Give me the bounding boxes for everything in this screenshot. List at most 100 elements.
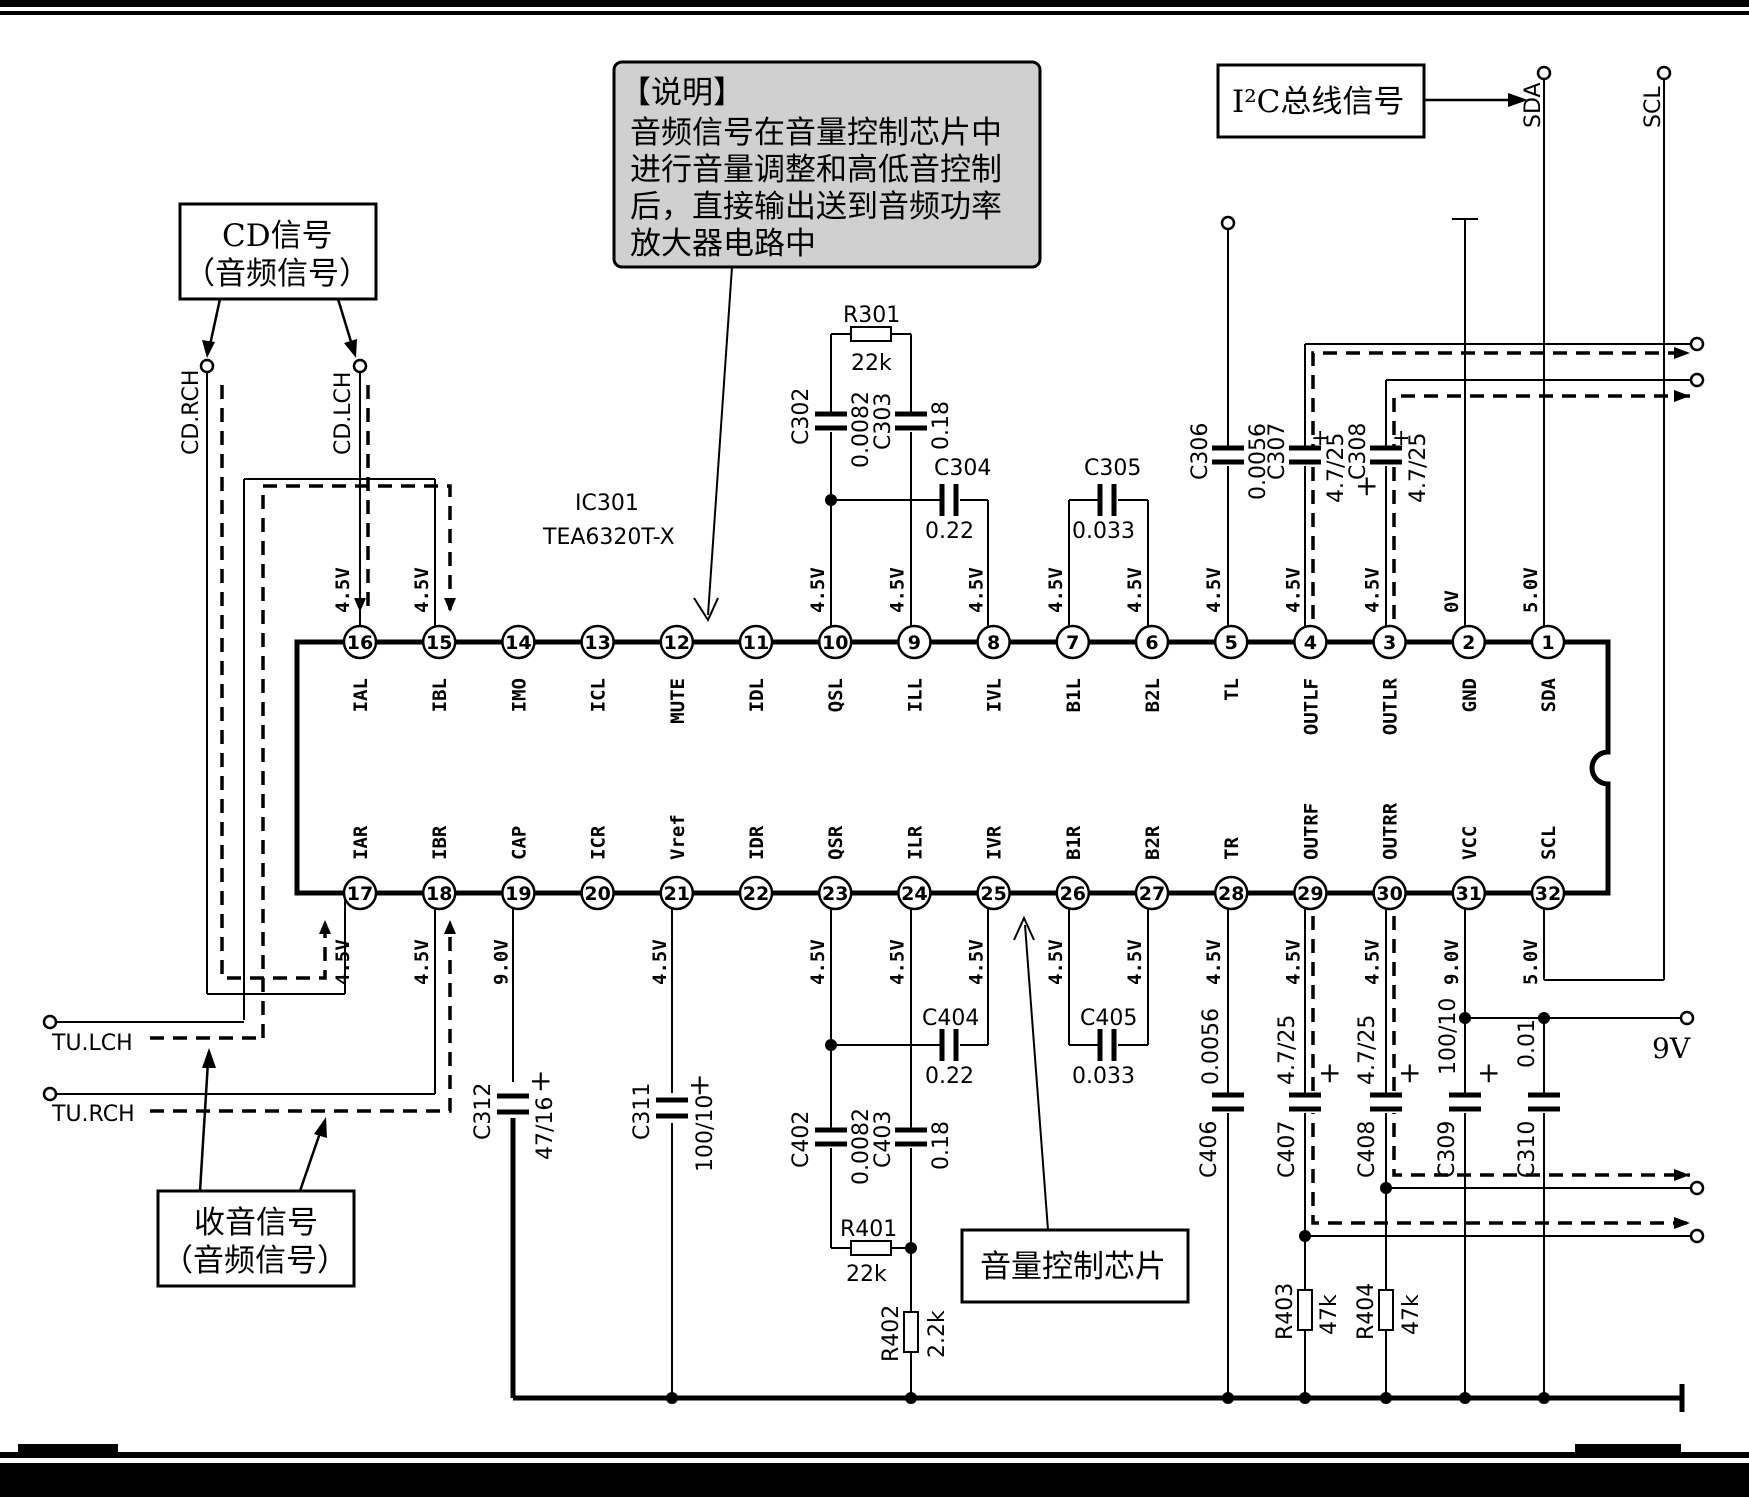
pin-23-voltage: 4.5V: [807, 939, 829, 985]
footer-mark: [1575, 1444, 1681, 1452]
pin-4-name: OUTLF: [1300, 678, 1322, 735]
pin-7-circle: [1055, 624, 1091, 660]
c407-value: 4.7/25: [1275, 1015, 1300, 1085]
ic-top-pins: 16IAL4.5V15IBL4.5V14IMO13ICL12MUTE11IDL1…: [332, 567, 1566, 735]
terminals: [42, 65, 1705, 1244]
c306-value: 0.0056: [1246, 423, 1271, 500]
pin-10-number: 10: [822, 632, 848, 654]
c310-ref: C310: [1515, 1121, 1540, 1178]
component-labels: R301 22k C302 0.0082 C303 0.18 C304 0.22…: [471, 303, 1540, 1362]
c312-value: 47/16: [533, 1097, 558, 1160]
pin-26-voltage: 4.5V: [1045, 939, 1067, 985]
pin-29-number: 29: [1297, 883, 1323, 905]
terminal-9v: 9V: [1652, 1032, 1691, 1065]
pin-25-number: 25: [980, 883, 1006, 905]
svg-text:+: +: [529, 1064, 552, 1097]
pin-2-voltage: 0V: [1441, 590, 1463, 613]
pin-18-name: IBR: [429, 825, 451, 860]
c309-ref: C309: [1435, 1121, 1460, 1178]
explain-callout: 【说明】 音频信号在音量控制芯片中 进行音量调整和高低音控制 后，直接输出送到音…: [612, 60, 1042, 623]
volume-chip-callout: 音量控制芯片: [960, 915, 1190, 1304]
svg-text:+: +: [1392, 426, 1410, 451]
svg-text:+: +: [688, 1068, 711, 1101]
c405-ref: C405: [1080, 1006, 1137, 1031]
pin-6-circle: [1134, 624, 1170, 660]
pin-7-number: 7: [1066, 632, 1079, 654]
c308-ref: C308: [1346, 423, 1371, 480]
c408-value: 4.7/25: [1355, 1015, 1380, 1085]
pin-1-voltage: 5.0V: [1520, 567, 1542, 613]
c407-ref: C407: [1275, 1121, 1300, 1178]
pin-12-name: MUTE: [667, 678, 689, 724]
capacitors: [497, 411, 1560, 1148]
radio-signal-callout: 收音信号 （音频信号）: [156, 1048, 356, 1288]
cd-signal-subtitle: （音频信号）: [184, 256, 370, 292]
pin-31-circle: [1451, 875, 1487, 911]
radio-signal-subtitle: （音频信号）: [162, 1243, 348, 1279]
pin-2-circle: [1451, 624, 1487, 660]
i2c-callout: I²C总线信号: [1216, 63, 1528, 139]
pin-17-voltage: 4.5V: [332, 939, 354, 985]
pin-31-name: VCC: [1459, 826, 1481, 860]
pin-6-name: B2L: [1142, 678, 1164, 712]
pin-29-circle: [1293, 875, 1328, 911]
c308-value: 4.7/25: [1406, 433, 1431, 503]
pin-11-circle: [738, 624, 774, 660]
pin-24-number: 24: [901, 883, 927, 905]
svg-text:+: +: [1318, 1056, 1341, 1089]
pin-15-voltage: 4.5V: [411, 567, 433, 613]
pin-3-voltage: 4.5V: [1362, 567, 1384, 613]
pin-10-circle: [817, 624, 853, 660]
pin-16-voltage: 4.5V: [332, 567, 354, 613]
r301-value: 22k: [851, 351, 892, 376]
pin-25-name: IVR: [984, 825, 1006, 860]
terminal-cd-lch: CD.LCH: [331, 372, 356, 455]
pin-16-number: 16: [347, 632, 373, 654]
pin-30-name: OUTRR: [1380, 802, 1402, 860]
pin-21-circle: [659, 875, 695, 911]
pin-5-voltage: 4.5V: [1203, 567, 1225, 613]
arrow-heads: [319, 347, 1690, 1229]
pin-19-voltage: 9.0V: [490, 939, 512, 985]
pin-32-number: 32: [1535, 883, 1561, 905]
c404-ref: C404: [922, 1006, 979, 1031]
c303-value: 0.18: [929, 401, 954, 450]
pin-8-name: IVL: [984, 678, 1006, 712]
pin-9-voltage: 4.5V: [886, 567, 908, 613]
pin-22-circle: [738, 875, 774, 911]
r402-value: 2.2k: [925, 1310, 950, 1358]
pin-32-name: SCL: [1538, 826, 1560, 860]
svg-text:+: +: [1477, 1056, 1500, 1089]
pin-18-circle: [421, 875, 457, 911]
c306-ref: C306: [1188, 423, 1213, 480]
pin-5-number: 5: [1225, 632, 1238, 654]
pin-29-name: OUTRF: [1300, 803, 1322, 860]
pin-28-number: 28: [1218, 883, 1244, 905]
explain-title: 【说明】: [620, 75, 744, 111]
pin-21-voltage: 4.5V: [649, 939, 671, 985]
pin-24-voltage: 4.5V: [886, 939, 908, 985]
pin-4-voltage: 4.5V: [1282, 567, 1304, 613]
pin-13-number: 13: [584, 632, 610, 654]
pin-27-number: 27: [1139, 883, 1165, 905]
c406-ref: C406: [1197, 1121, 1222, 1178]
pin-3-name: OUTLR: [1380, 677, 1402, 735]
c302-value: 0.0082: [849, 391, 874, 468]
pin-19-circle: [501, 875, 536, 911]
c305-ref: C305: [1084, 456, 1141, 481]
volume-chip-label: 音量控制芯片: [980, 1249, 1166, 1285]
pin-19-number: 19: [505, 883, 531, 905]
terminal-scl: SCL: [1641, 86, 1666, 128]
r403-ref: R403: [1273, 1283, 1298, 1340]
pin-15-number: 15: [426, 632, 452, 654]
pin-30-circle: [1372, 875, 1407, 911]
pin-7-name: B1L: [1063, 678, 1085, 712]
pin-9-name: ILL: [904, 678, 926, 712]
c304-value: 0.22: [925, 519, 974, 544]
signal-paths: [150, 351, 1690, 1225]
pin-5-name: TL: [1221, 678, 1243, 701]
svg-text:+: +: [1355, 469, 1378, 502]
pin-20-name: ICR: [588, 825, 610, 860]
i2c-label: I²C总线信号: [1232, 84, 1404, 120]
